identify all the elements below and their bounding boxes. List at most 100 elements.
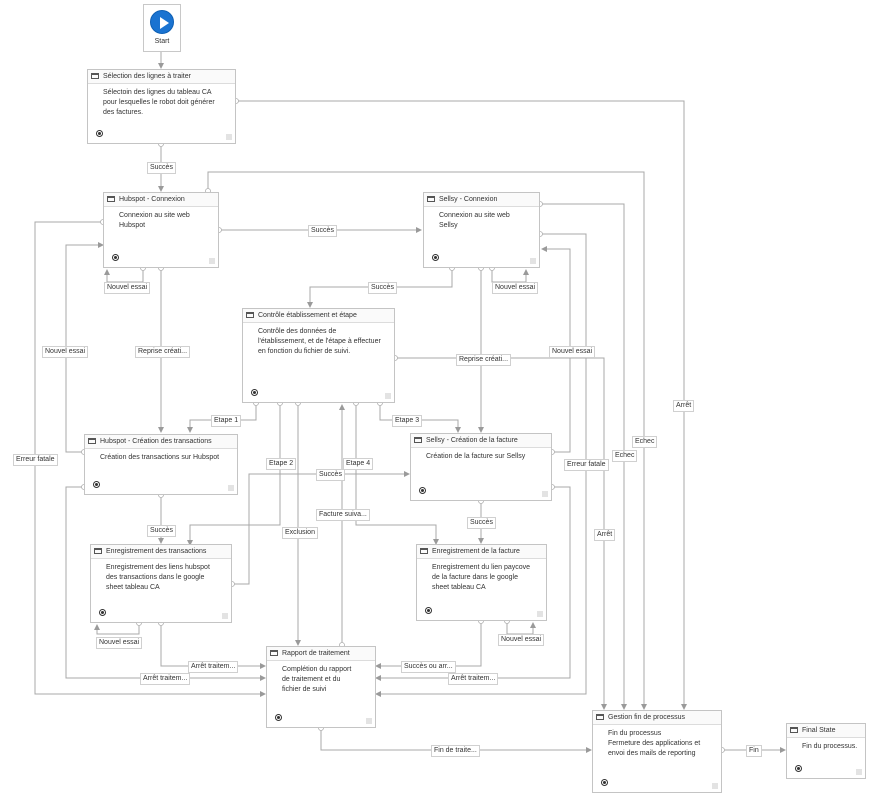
state-title: Rapport de traitement: [282, 650, 350, 657]
entry-icon: [251, 389, 258, 396]
resize-grip-icon[interactable]: [366, 718, 372, 724]
state-title: Final State: [802, 727, 836, 734]
entry-icon: [93, 481, 100, 488]
state-description: Création des transactions sur Hubspot: [100, 454, 220, 461]
resize-grip-icon[interactable]: [530, 258, 536, 264]
transition-label[interactable]: Arrêt traitem...: [448, 673, 499, 685]
state-title: Sélection des lignes à traiter: [103, 73, 191, 80]
start-node[interactable]: Start: [143, 4, 181, 52]
transition-label[interactable]: Arrêt traitem...: [188, 661, 239, 673]
entry-icon: [432, 254, 439, 261]
state-description: Création de la facture sur Sellsy: [426, 453, 526, 460]
transition-label[interactable]: Succès: [467, 517, 496, 529]
transition-label[interactable]: Succès: [308, 225, 337, 237]
resize-grip-icon[interactable]: [856, 769, 862, 775]
transition-label[interactable]: Arrêt: [594, 529, 616, 541]
entry-icon: [275, 714, 282, 721]
start-label: Start: [154, 38, 170, 45]
transition-label[interactable]: Erreur fatale: [564, 459, 609, 471]
transition-label[interactable]: Nouvel essai: [492, 282, 539, 294]
transition-label[interactable]: Reprise créati...: [456, 354, 512, 366]
resize-grip-icon[interactable]: [385, 393, 391, 399]
transition-label[interactable]: Nouvel essai: [104, 282, 151, 294]
transition-label[interactable]: Arrêt traitem...: [140, 673, 191, 685]
state-title: Enregistrement de la facture: [432, 548, 520, 555]
state-icon: [596, 714, 604, 720]
state-icon: [246, 312, 254, 318]
state-icon: [414, 437, 422, 443]
state-description: Connexion au site web Sellsy: [439, 212, 510, 229]
state-icon: [88, 438, 96, 444]
state-title: Hubspot - Connexion: [119, 196, 185, 203]
transition-label[interactable]: Succès: [147, 525, 176, 537]
state-title: Sellsy - Création de la facture: [426, 437, 518, 444]
state-selection[interactable]: Sélection des lignes à traiter Sélectoin…: [87, 69, 236, 144]
state-description: Enregistrement des liens hubspot des tra…: [106, 564, 210, 591]
state-icon: [427, 196, 435, 202]
state-icon: [790, 727, 798, 733]
transition-label[interactable]: Succès: [147, 162, 176, 174]
entry-icon: [425, 607, 432, 614]
state-description: Fin du processus.: [802, 743, 858, 750]
transition-label[interactable]: Exclusion: [282, 527, 318, 539]
transition-label[interactable]: Nouvel essai: [549, 346, 596, 358]
state-rapport[interactable]: Rapport de traitement Complétion du rapp…: [266, 646, 376, 728]
state-icon: [107, 196, 115, 202]
resize-grip-icon[interactable]: [226, 134, 232, 140]
transition-label[interactable]: Reprise créati...: [135, 346, 191, 358]
entry-icon: [795, 765, 802, 772]
transition-label[interactable]: Echec: [612, 450, 638, 462]
state-description: Connexion au site web Hubspot: [119, 212, 190, 229]
transition-label[interactable]: Etape 3: [392, 415, 423, 427]
transition-label[interactable]: Succès: [368, 282, 397, 294]
entry-icon: [99, 609, 106, 616]
transition-label[interactable]: Nouvel essai: [498, 634, 545, 646]
state-icon: [94, 548, 102, 554]
transition-label[interactable]: Succès: [316, 469, 345, 481]
resize-grip-icon[interactable]: [209, 258, 215, 264]
resize-grip-icon[interactable]: [228, 485, 234, 491]
state-icon: [91, 73, 99, 79]
state-title: Hubspot - Création des transactions: [100, 438, 212, 445]
state-description: Complétion du rapport de traitement et d…: [282, 666, 352, 693]
state-icon: [420, 548, 428, 554]
transition-label[interactable]: Etape 1: [211, 415, 242, 427]
state-hubspot-transactions[interactable]: Hubspot - Création des transactions Créa…: [84, 434, 238, 495]
state-hubspot-connexion[interactable]: Hubspot - Connexion Connexion au site we…: [103, 192, 219, 268]
entry-icon: [112, 254, 119, 261]
state-enregistrement-transactions[interactable]: Enregistrement des transactions Enregist…: [90, 544, 232, 623]
state-description: Enregistrement du lien paycove de la fac…: [432, 564, 531, 591]
state-gestion-fin[interactable]: Gestion fin de processus Fin du processu…: [592, 710, 722, 793]
state-controle[interactable]: Contrôle établissement et étape Contrôle…: [242, 308, 395, 403]
state-sellsy-connexion[interactable]: Sellsy - Connexion Connexion au site web…: [423, 192, 540, 268]
transition-label[interactable]: Fin: [746, 745, 762, 757]
state-title: Contrôle établissement et étape: [258, 312, 357, 319]
transition-label[interactable]: Nouvel essai: [96, 637, 143, 649]
transition-label[interactable]: Echec: [632, 436, 658, 448]
transition-label[interactable]: Fin de traite...: [431, 745, 480, 757]
state-sellsy-facture[interactable]: Sellsy - Création de la facture Création…: [410, 433, 552, 501]
state-title: Enregistrement des transactions: [106, 548, 207, 555]
state-description: Fin du processus Fermeture des applicati…: [608, 730, 701, 757]
state-description: Sélectoin des lignes du tableau CA pour …: [103, 89, 215, 116]
state-description: Contrôle des données de l'établissement,…: [258, 328, 381, 355]
transition-label[interactable]: Etape 2: [266, 458, 297, 470]
play-icon: [150, 10, 174, 34]
state-title: Sellsy - Connexion: [439, 196, 498, 203]
entry-icon: [419, 487, 426, 494]
state-title: Gestion fin de processus: [608, 714, 686, 721]
transition-label[interactable]: Nouvel essai: [42, 346, 89, 358]
transition-label[interactable]: Succès ou arr...: [401, 661, 456, 673]
resize-grip-icon[interactable]: [537, 611, 543, 617]
transition-label[interactable]: Erreur fatale: [13, 454, 58, 466]
transition-label[interactable]: Etape 4: [343, 458, 374, 470]
state-enregistrement-facture[interactable]: Enregistrement de la facture Enregistrem…: [416, 544, 547, 621]
transition-label[interactable]: Facture suiva...: [316, 509, 370, 521]
resize-grip-icon[interactable]: [222, 613, 228, 619]
transition-label[interactable]: Arrêt: [673, 400, 695, 412]
state-final[interactable]: Final State Fin du processus.: [786, 723, 866, 779]
state-icon: [270, 650, 278, 656]
entry-icon: [96, 130, 103, 137]
resize-grip-icon[interactable]: [542, 491, 548, 497]
resize-grip-icon[interactable]: [712, 783, 718, 789]
